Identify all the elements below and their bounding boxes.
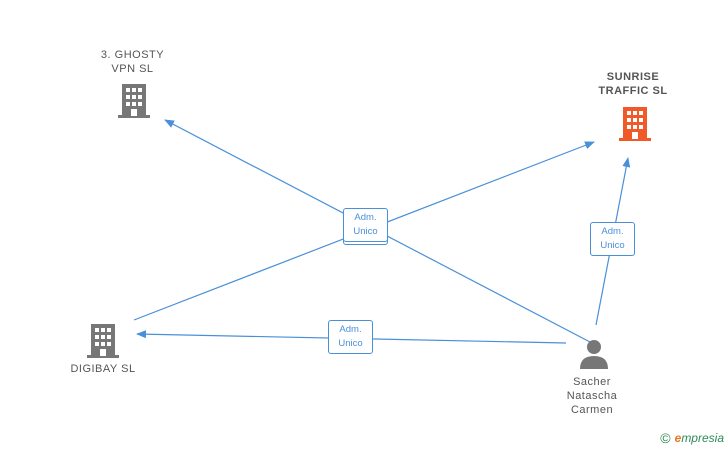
edge-label-bottom[interactable]: Adm. Unico: [328, 320, 373, 354]
digibay-label: DIGIBAY SL: [70, 363, 136, 375]
edge-label-center[interactable]: Adm. Unico: [343, 208, 388, 242]
empresia-watermark: © empresia: [660, 430, 724, 446]
building-icon[interactable]: [118, 82, 150, 118]
ghosty-label: 3. GHOSTY VPN SL: [100, 49, 165, 75]
sacher-label: Sacher Natascha Carmen: [566, 376, 618, 416]
building-icon[interactable]: [619, 105, 651, 141]
person-icon[interactable]: [578, 338, 610, 370]
copyright-symbol: ©: [660, 430, 671, 446]
edge-label-right[interactable]: Adm. Unico: [590, 222, 635, 256]
brand-initial: e: [674, 431, 682, 445]
sunrise-label: SUNRISE TRAFFIC SL: [598, 71, 668, 97]
brand-name: mpresia: [681, 431, 724, 445]
building-icon[interactable]: [87, 322, 119, 358]
